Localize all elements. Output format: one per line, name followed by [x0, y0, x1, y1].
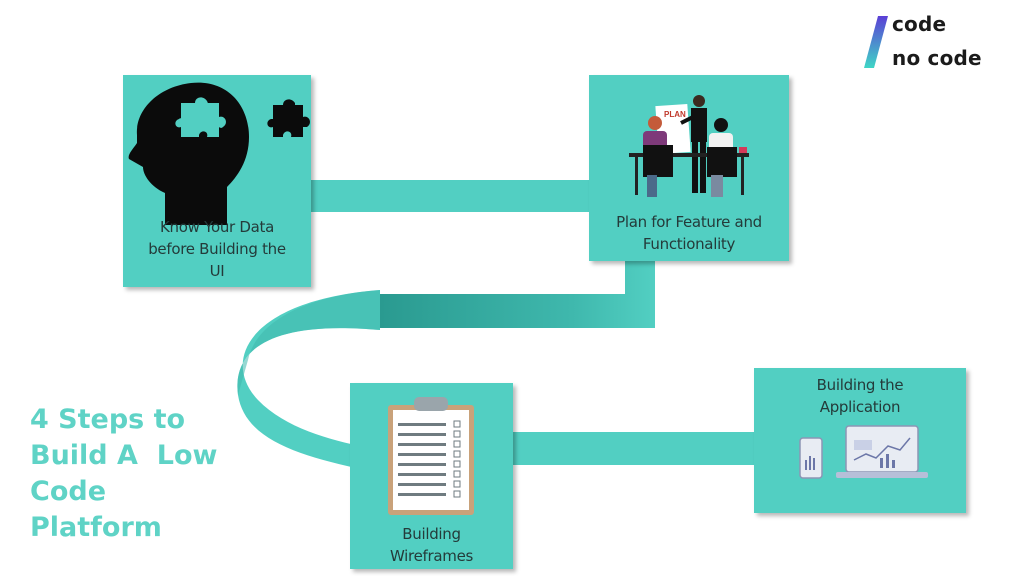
connector-arrow-2 — [380, 255, 655, 328]
headline-line: Code — [30, 476, 107, 507]
brand-logo: code no code — [862, 12, 1002, 72]
brand-line-2: no code — [892, 46, 982, 70]
head-puzzle-icon — [128, 82, 310, 225]
headline-line: Build A Low — [30, 440, 218, 471]
step-card-know-data: Know Your Data before Building the UI — [123, 75, 311, 287]
headline-line: 4 Steps to — [30, 404, 186, 435]
devices-chart-icon — [799, 425, 928, 479]
headline-line: Platform — [30, 512, 162, 543]
planning-meeting-icon: PLAN — [629, 95, 749, 197]
step-label-line: UI — [209, 262, 225, 280]
step-label-line: Application — [819, 398, 901, 416]
slash-logo-icon — [864, 16, 888, 68]
step-label-line: before Building the — [148, 240, 286, 258]
clipboard-checklist-icon — [388, 397, 474, 515]
step-label-line: Building — [402, 525, 461, 543]
step-label-line: Building the — [816, 376, 904, 394]
step-label-line: Know Your Data — [160, 218, 274, 236]
step-card-plan-features: PLAN Plan for Feature and Funct — [589, 75, 789, 261]
step-label-line: Wireframes — [389, 547, 474, 565]
connector-arrow-3 — [505, 432, 778, 465]
step-label-line: Functionality — [642, 235, 736, 253]
brand-line-1: code — [892, 12, 947, 36]
step-card-application: Building the Application — [754, 368, 966, 513]
step-card-wireframes: Building Wireframes — [350, 383, 513, 569]
connector-arrow-1 — [305, 180, 600, 212]
step-label-line: Plan for Feature and — [616, 213, 762, 231]
headline: 4 Steps to Build A Low Code Platform — [30, 402, 260, 546]
plan-sign-text: PLAN — [664, 110, 686, 119]
